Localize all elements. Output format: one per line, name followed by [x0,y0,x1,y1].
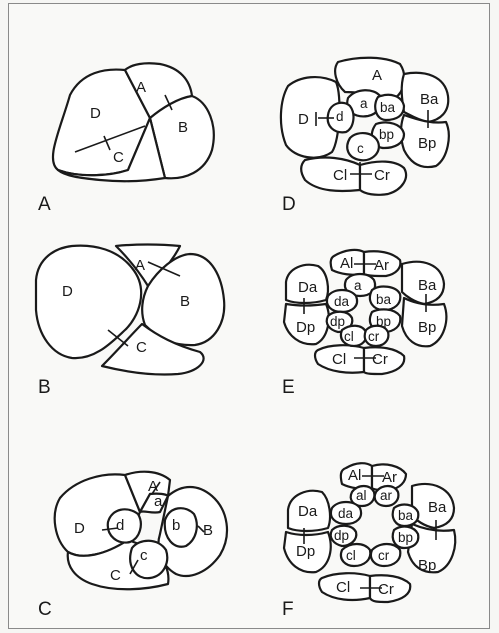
label-cell: da [338,506,354,521]
label-cell: a [154,493,163,510]
panel-c-embryo: A B C D a b c d [55,472,227,590]
panel-label-b: B [38,377,51,398]
panel-b-embryo: A B C D [36,245,224,375]
label-cell: D [298,111,309,128]
panel-label-f: F [282,599,294,620]
label-cell: bp [376,314,391,329]
label-cell: ba [398,508,414,523]
label-cell: Ar [382,469,397,486]
label-cell: A [372,67,382,84]
label-cell: Bp [418,319,436,336]
label-cell: bp [398,530,413,545]
label-cell: cl [344,329,354,344]
label-cell: Cr [374,167,390,184]
label-cell: D [62,283,73,300]
panel-label-c: C [38,599,52,620]
label-cell: Cr [378,581,394,598]
label-cell: D [90,105,101,122]
panel-e-embryo: Da Dp Al Ar Ba Bp Cl Cr a ba bp cl cr da… [284,250,446,374]
label-cell: Ba [420,91,439,108]
label-cell: Da [298,503,318,520]
label-cell: d [336,109,344,124]
label-cell: Bp [418,557,436,574]
label-cell: C [110,567,121,584]
label-cell: B [203,522,213,539]
label-cell: A [136,79,146,96]
label-cell: c [357,141,364,156]
label-cell: cr [368,329,380,344]
label-cell: C [113,149,124,166]
panel-label-e: E [282,377,295,398]
label-cell: d [116,517,124,534]
label-cell: bp [379,127,394,142]
cell-b [165,508,197,547]
label-cell: Al [348,467,361,484]
label-cell: B [180,293,190,310]
panel-f-embryo: Da Dp Al Ar Ba Bp Cl Cr al ar ba bp cl c… [284,463,455,602]
label-cell: Bp [418,135,436,152]
label-cell: cr [378,548,390,563]
label-cell: cl [346,548,356,563]
label-cell: A [135,257,145,274]
label-cell: Ba [428,499,447,516]
panel-label-d: D [282,194,296,215]
label-cell: dp [330,314,345,329]
label-cell: D [74,520,85,537]
label-cell: a [360,96,368,111]
label-cell: a [354,278,362,293]
label-cell: ba [380,100,396,115]
label-cell: da [334,294,350,309]
label-cell: ar [380,488,393,503]
label-cell: Cl [333,167,347,184]
cell-c [130,541,167,578]
label-cell: b [172,517,180,534]
panel-a-embryo: A B C D [53,63,214,181]
label-cell: dp [334,528,349,543]
label-cell: Cl [332,351,346,368]
label-cell: Ba [418,277,437,294]
label-cell: Cl [336,579,350,596]
label-cell: ba [376,292,392,307]
label-cell: Cr [372,351,388,368]
panel-d-embryo: A Ba Bp Cl Cr D a ba bp c d [281,58,449,195]
label-cell: C [136,339,147,356]
label-cell: Dp [296,543,315,560]
label-cell: al [356,488,367,503]
label-cell: Al [340,255,353,272]
label-cell: c [140,547,148,564]
panel-label-a: A [38,194,51,215]
label-cell: Da [298,279,318,296]
label-cell: Ar [374,257,389,274]
label-cell: B [178,119,188,136]
label-cell: Dp [296,319,315,336]
